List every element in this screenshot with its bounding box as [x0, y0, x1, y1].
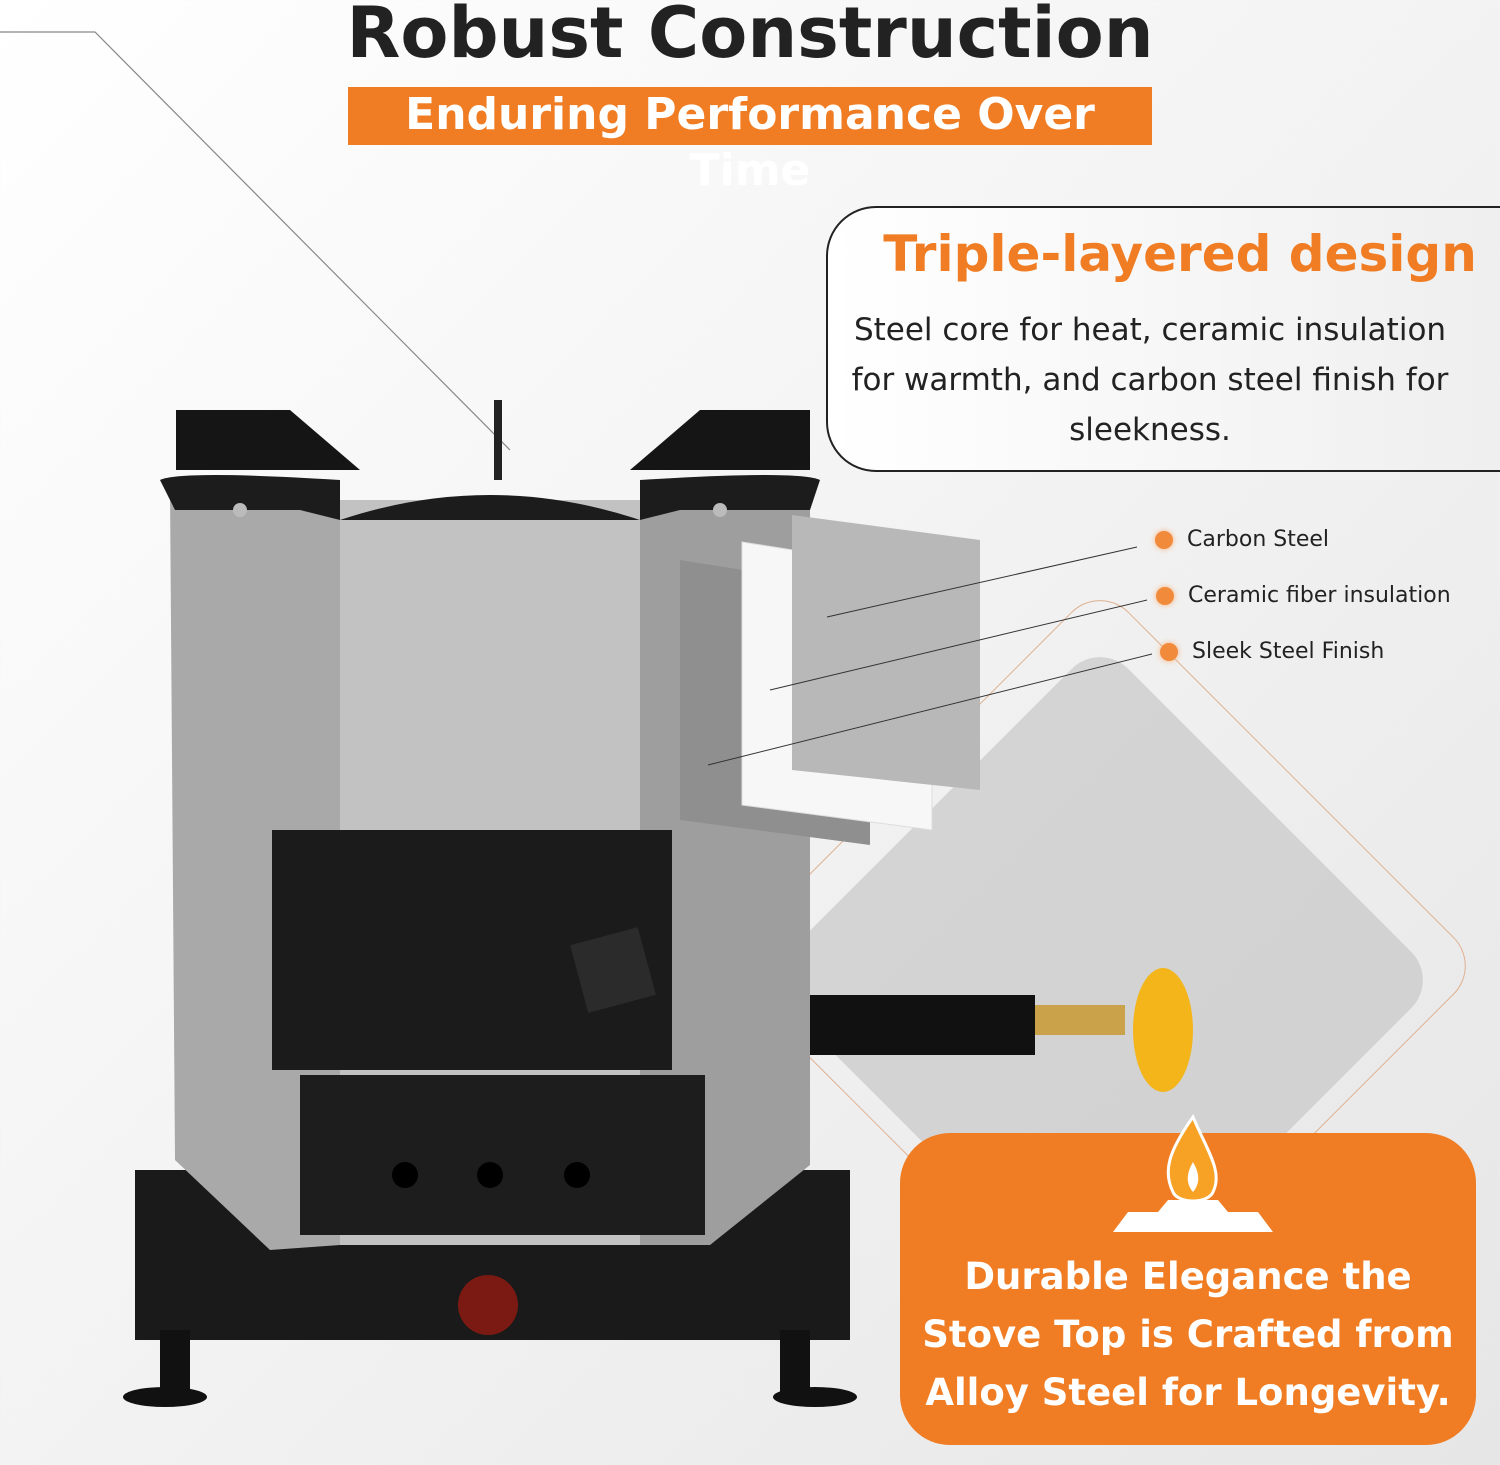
info-title: Triple-layered design	[883, 225, 1477, 283]
info-card	[826, 206, 1500, 472]
page-title: Robust Construction	[346, 0, 1154, 74]
layer-carbon-steel	[792, 515, 980, 790]
valve-knob	[1133, 968, 1193, 1092]
badge-text: Durable Elegance the Stove Top is Crafte…	[922, 1255, 1454, 1414]
legend-label: Ceramic fiber insulation	[1188, 583, 1451, 608]
legend-label: Carbon Steel	[1187, 527, 1330, 552]
callout-line	[0, 31, 511, 451]
page-subtitle: Enduring Performance Over Time	[348, 87, 1152, 196]
flame-burner-icon	[1113, 1113, 1273, 1232]
legend-label: Sleek Steel Finish	[1192, 639, 1385, 664]
control-knob	[458, 1275, 518, 1335]
legend-item: Ceramic fiber insulation	[1156, 583, 1451, 608]
bullet-icon	[1160, 642, 1178, 661]
legend-item: Sleek Steel Finish	[1160, 639, 1384, 664]
legend-item: Carbon Steel	[1155, 527, 1329, 552]
gas-pipe	[810, 995, 1035, 1055]
ash-drawer	[300, 1075, 705, 1235]
bullet-icon	[1156, 586, 1174, 605]
info-body: Steel core for heat, ceramic insulation …	[851, 312, 1449, 448]
stove-top-rim	[160, 475, 820, 520]
bullet-icon	[1155, 530, 1173, 549]
